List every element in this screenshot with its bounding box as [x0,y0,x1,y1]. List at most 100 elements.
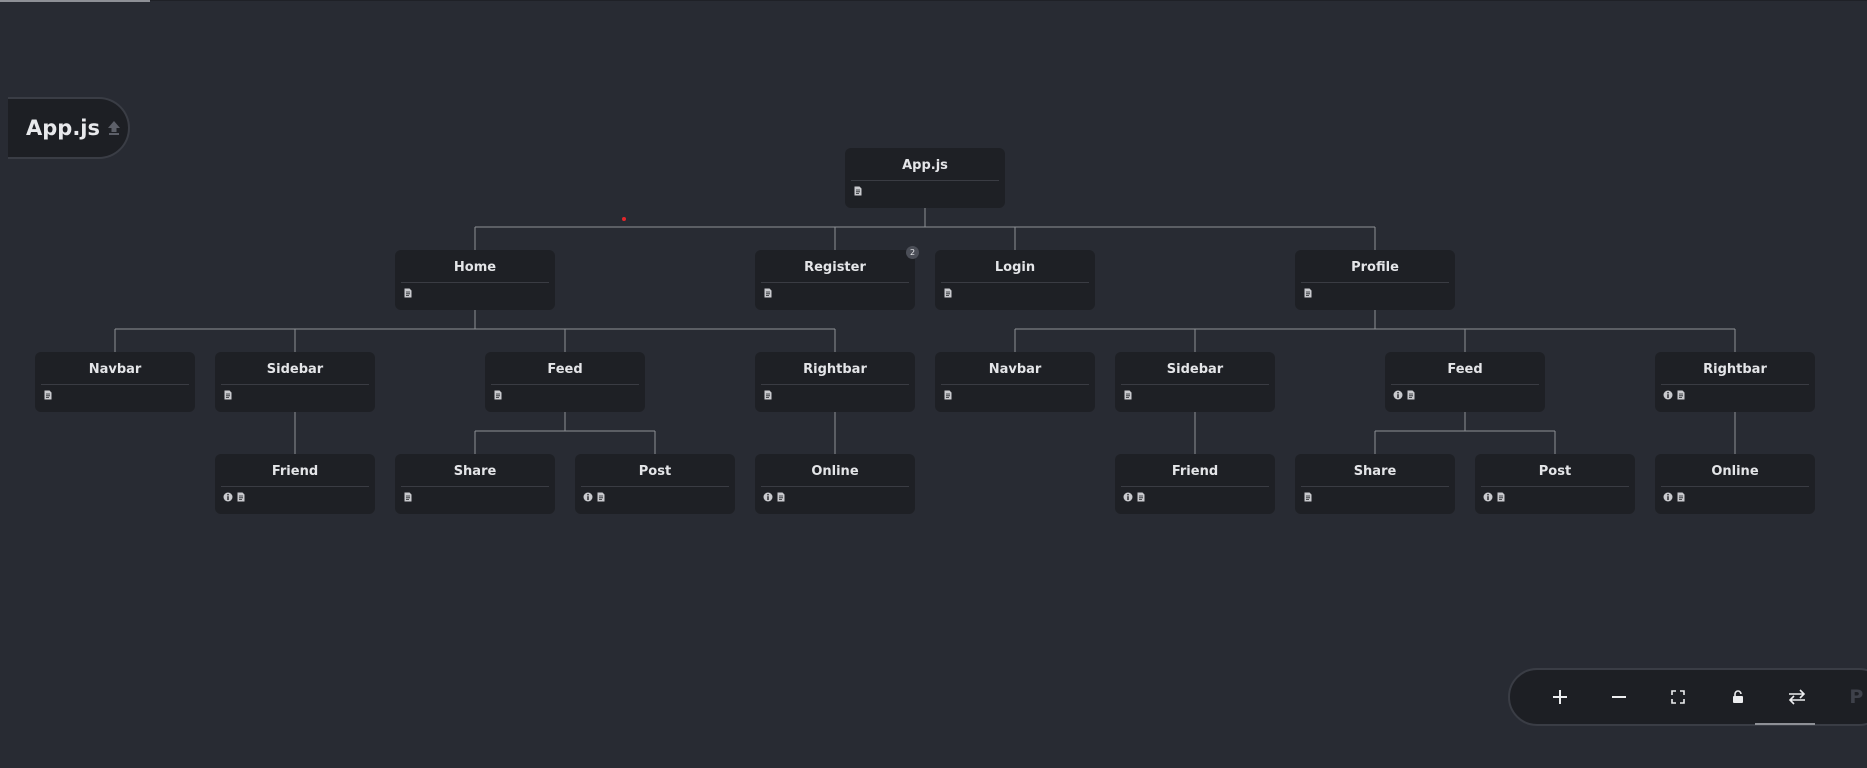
node-title: Home [453,260,497,275]
top-progress-line [0,0,150,2]
node-icons [1123,390,1133,400]
node-title: Register [804,260,866,275]
node-divider [761,486,909,487]
tree-node-sidebar[interactable]: Sidebar [1115,352,1275,412]
file-icon [944,390,952,400]
node-title: Feed [547,362,583,377]
node-title: Share [453,464,497,479]
info-icon [1663,492,1673,502]
node-title: Online [1711,464,1759,479]
plus-icon [1552,690,1567,704]
swap-icon [1788,689,1806,705]
fit-view-button[interactable] [1649,677,1708,717]
node-divider [1661,384,1809,385]
node-divider [761,384,909,385]
canvas-controls: P [1508,668,1867,726]
tree-node-share[interactable]: Share [395,454,555,514]
red-marker-dot [622,217,626,221]
tree-node-feed[interactable]: Feed [1385,352,1545,412]
node-icons [943,288,953,298]
node-divider [1301,282,1449,283]
tree-node-rightbar[interactable]: Rightbar [1655,352,1815,412]
file-icon [597,492,605,502]
info-icon [1663,390,1673,400]
node-title: Friend [271,464,319,479]
file-icon [854,186,862,196]
node-divider [221,384,369,385]
file-icon [1497,492,1505,502]
tree-node-post[interactable]: Post [1475,454,1635,514]
file-icon [1304,288,1312,298]
file-icon [404,492,412,502]
node-title: Feed [1447,362,1483,377]
node-divider [1121,384,1269,385]
node-title: Rightbar [803,362,867,377]
node-title: Share [1353,464,1397,479]
tree-node-friend[interactable]: Friend [215,454,375,514]
tree-node-profile[interactable]: Profile [1295,250,1455,310]
tree-node-friend[interactable]: Friend [1115,454,1275,514]
fullscreen-icon [1671,690,1686,704]
node-badge: 2 [906,246,919,259]
tree-node-login[interactable]: Login [935,250,1095,310]
node-divider [581,486,729,487]
info-icon [1123,492,1133,502]
info-icon [223,492,233,502]
p-button[interactable]: P [1827,677,1867,717]
node-divider [761,282,909,283]
top-border [150,0,1867,1]
node-title: Post [1538,464,1572,479]
tree-node-feed[interactable]: Feed [485,352,645,412]
file-icon [1407,390,1415,400]
tree-node-home[interactable]: Home [395,250,555,310]
lock-button[interactable] [1708,677,1767,717]
info-icon [583,492,593,502]
tree-node-register[interactable]: Register 2 [755,246,919,310]
node-icons [853,186,863,196]
lock-icon [1732,690,1743,703]
node-divider [1391,384,1539,385]
tree-node-post[interactable]: Post [575,454,735,514]
node-divider [401,486,549,487]
node-icons [763,390,773,400]
node-icons [1123,492,1146,502]
info-icon [1483,492,1493,502]
tree-node-navbar[interactable]: Navbar [35,352,195,412]
upload-icon[interactable] [106,120,122,136]
node-divider [1661,486,1809,487]
node-title: App.js [902,158,948,173]
node-title: Profile [1351,260,1399,275]
p-button-label: P [1849,686,1864,708]
zoom-out-button[interactable] [1589,677,1648,717]
node-icons [1303,288,1313,298]
node-divider [401,282,549,283]
node-title: Sidebar [266,362,324,377]
node-divider [491,384,639,385]
node-title: Online [811,464,859,479]
node-icons [583,492,606,502]
tree-node-share[interactable]: Share [1295,454,1455,514]
node-icons [1663,390,1686,400]
node-title: Navbar [988,362,1042,377]
info-icon [1393,390,1403,400]
tree-node-sidebar[interactable]: Sidebar [215,352,375,412]
file-icon [44,390,52,400]
node-icons [763,288,773,298]
zoom-in-button[interactable] [1530,677,1589,717]
node-icons [43,390,53,400]
node-divider [1121,486,1269,487]
tree-node-app-js[interactable]: App.js [845,148,1005,208]
tree-node-online[interactable]: Online [755,454,915,514]
file-icon [1124,390,1132,400]
node-icons [763,492,786,502]
tree-node-online[interactable]: Online [1655,454,1815,514]
file-icon [944,288,952,298]
node-title: Sidebar [1166,362,1224,377]
node-title: Navbar [88,362,142,377]
tree-node-navbar[interactable]: Navbar [935,352,1095,412]
file-name-pill[interactable]: App.js [8,97,130,159]
swap-layout-button[interactable] [1767,677,1826,717]
node-divider [851,180,999,181]
tree-node-rightbar[interactable]: Rightbar [755,352,915,412]
file-icon [1677,492,1685,502]
